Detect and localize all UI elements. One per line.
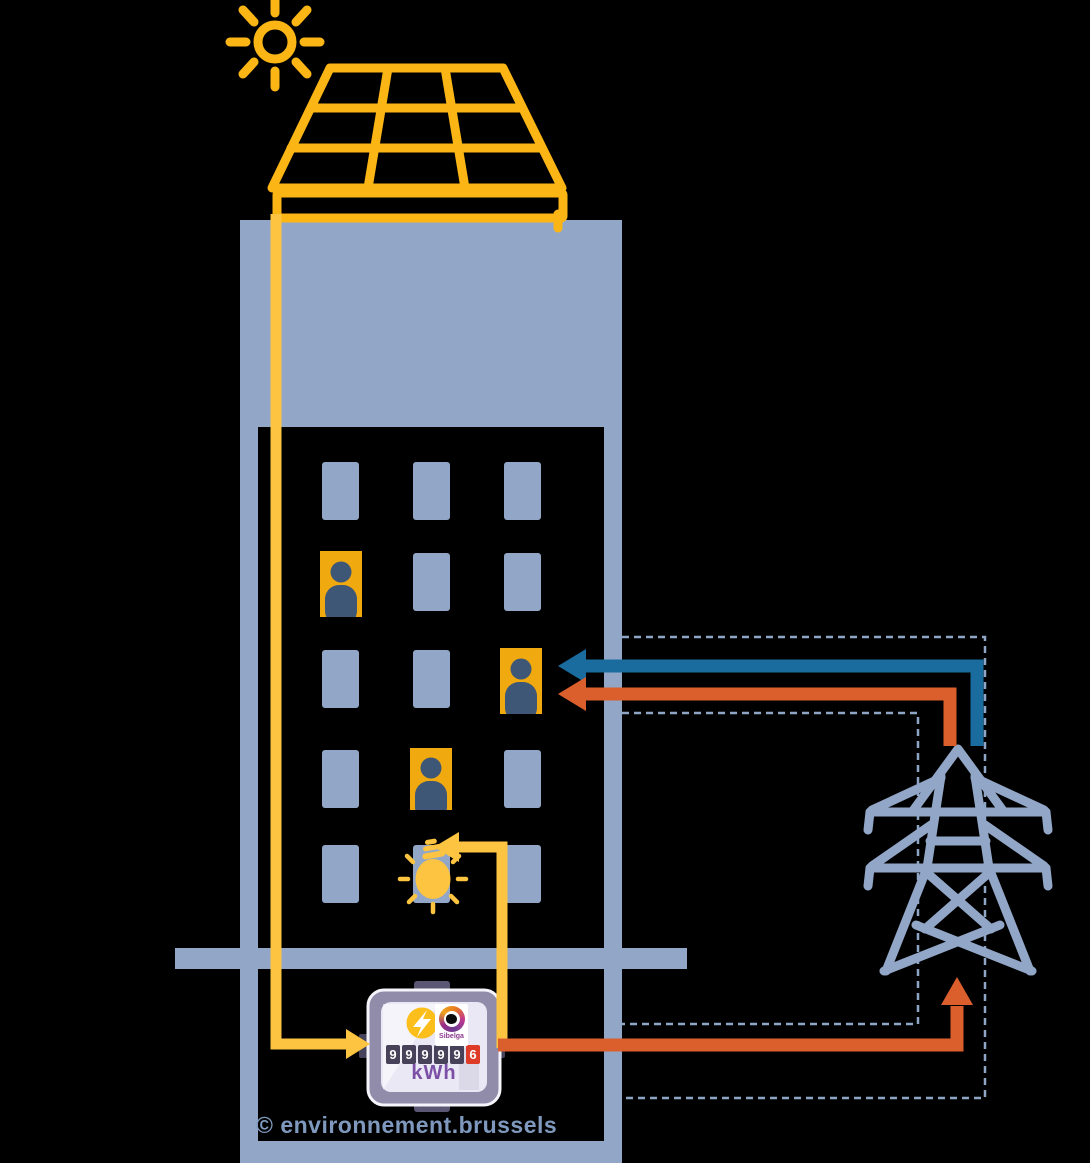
copyright-text: © environnement.brussels [256,1112,558,1138]
window [413,650,450,708]
window [413,553,450,611]
window [322,750,359,808]
lightbulb-icon [397,838,469,915]
person-icon [415,757,447,810]
person-icon [325,561,357,617]
meter-to-common-light-arrow [434,832,508,1048]
meter-digit-decimal: 6 [466,1045,480,1064]
electricity-pylon-icon [863,744,1053,976]
building-roof-section [258,220,622,427]
building-left-wall [240,220,258,1163]
meter-digit: 9 [402,1045,416,1064]
window [322,462,359,520]
kwh-label: kWh [411,1062,457,1084]
sibelga-wordmark: Sibelga [439,1033,464,1040]
window [322,650,359,708]
solar-to-meter-arrow [270,214,370,1059]
meter-digit: 9 [434,1045,448,1064]
window [413,462,450,520]
window [504,845,541,903]
sibelga-swirl-icon [438,1006,465,1032]
window [504,750,541,808]
ground-band [175,948,687,969]
window [504,553,541,611]
highlighted-window-occupant-2 [500,648,542,714]
highlighted-window-occupant-3 [410,748,452,810]
grid-supply-arrow-orange [558,677,957,746]
highlighted-window-occupant-1 [320,551,362,617]
window [504,462,541,520]
grid-supply-arrow-blue [558,649,984,746]
meter-digit: 9 [450,1045,464,1064]
window [322,845,359,903]
sibelga-logo: Sibelga [435,1004,468,1046]
meter-display: 9 9 9 9 9 6 [386,1045,480,1064]
person-icon [505,658,537,714]
building-base-bar [240,1141,622,1163]
solar-panel-icon [267,63,568,233]
dashed-boundary-inner [622,711,920,1026]
meter-digit: 9 [418,1045,432,1064]
meter-digit: 9 [386,1045,400,1064]
sun-icon [225,0,325,92]
lightning-bolt-icon [406,1007,438,1039]
meter-to-grid-arrow [498,977,973,1052]
